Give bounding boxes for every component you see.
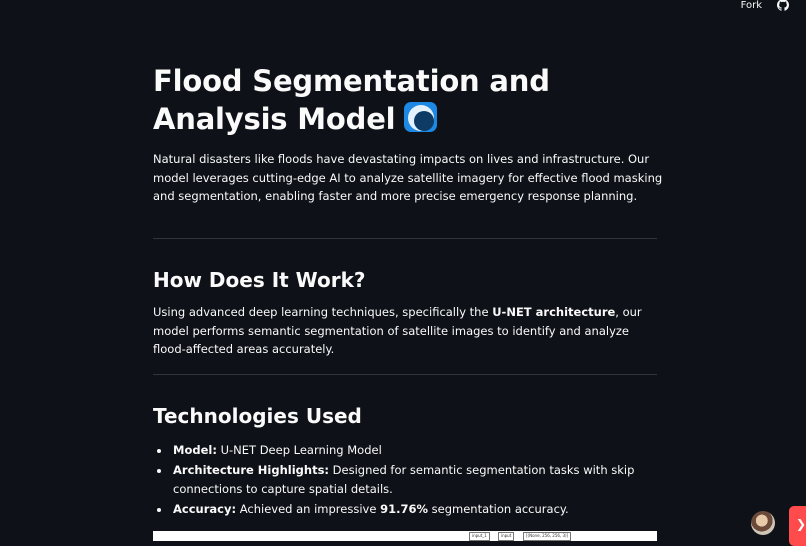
intro-paragraph: Natural disasters like floods have devas… <box>153 152 663 204</box>
how-it-works-paragraph: Using advanced deep learning techniques,… <box>153 305 642 357</box>
page-title: Flood Segmentation and Analysis Model <box>153 64 550 136</box>
unet-highlight: U-NET architecture <box>492 305 616 319</box>
technologies-heading: Technologies Used <box>153 404 362 428</box>
divider <box>153 374 657 375</box>
divider <box>153 238 657 239</box>
user-avatar[interactable] <box>751 511 775 535</box>
water-wave-icon <box>404 102 438 132</box>
model-architecture-image: input_1 input [(None, 256, 256, 3)] <box>153 531 657 541</box>
github-icon[interactable] <box>777 0 789 11</box>
list-item: Model: U-NET Deep Learning Model <box>153 441 663 460</box>
streamlit-badge-icon[interactable]: ❯ <box>789 506 806 546</box>
fork-link[interactable]: Fork <box>740 0 762 11</box>
technologies-list: Model: U-NET Deep Learning Model Archite… <box>153 441 663 520</box>
how-it-works-heading: How Does It Work? <box>153 268 366 292</box>
list-item: Accuracy: Achieved an impressive 91.76% … <box>153 500 663 519</box>
list-item: Architecture Highlights: Designed for se… <box>153 461 663 498</box>
